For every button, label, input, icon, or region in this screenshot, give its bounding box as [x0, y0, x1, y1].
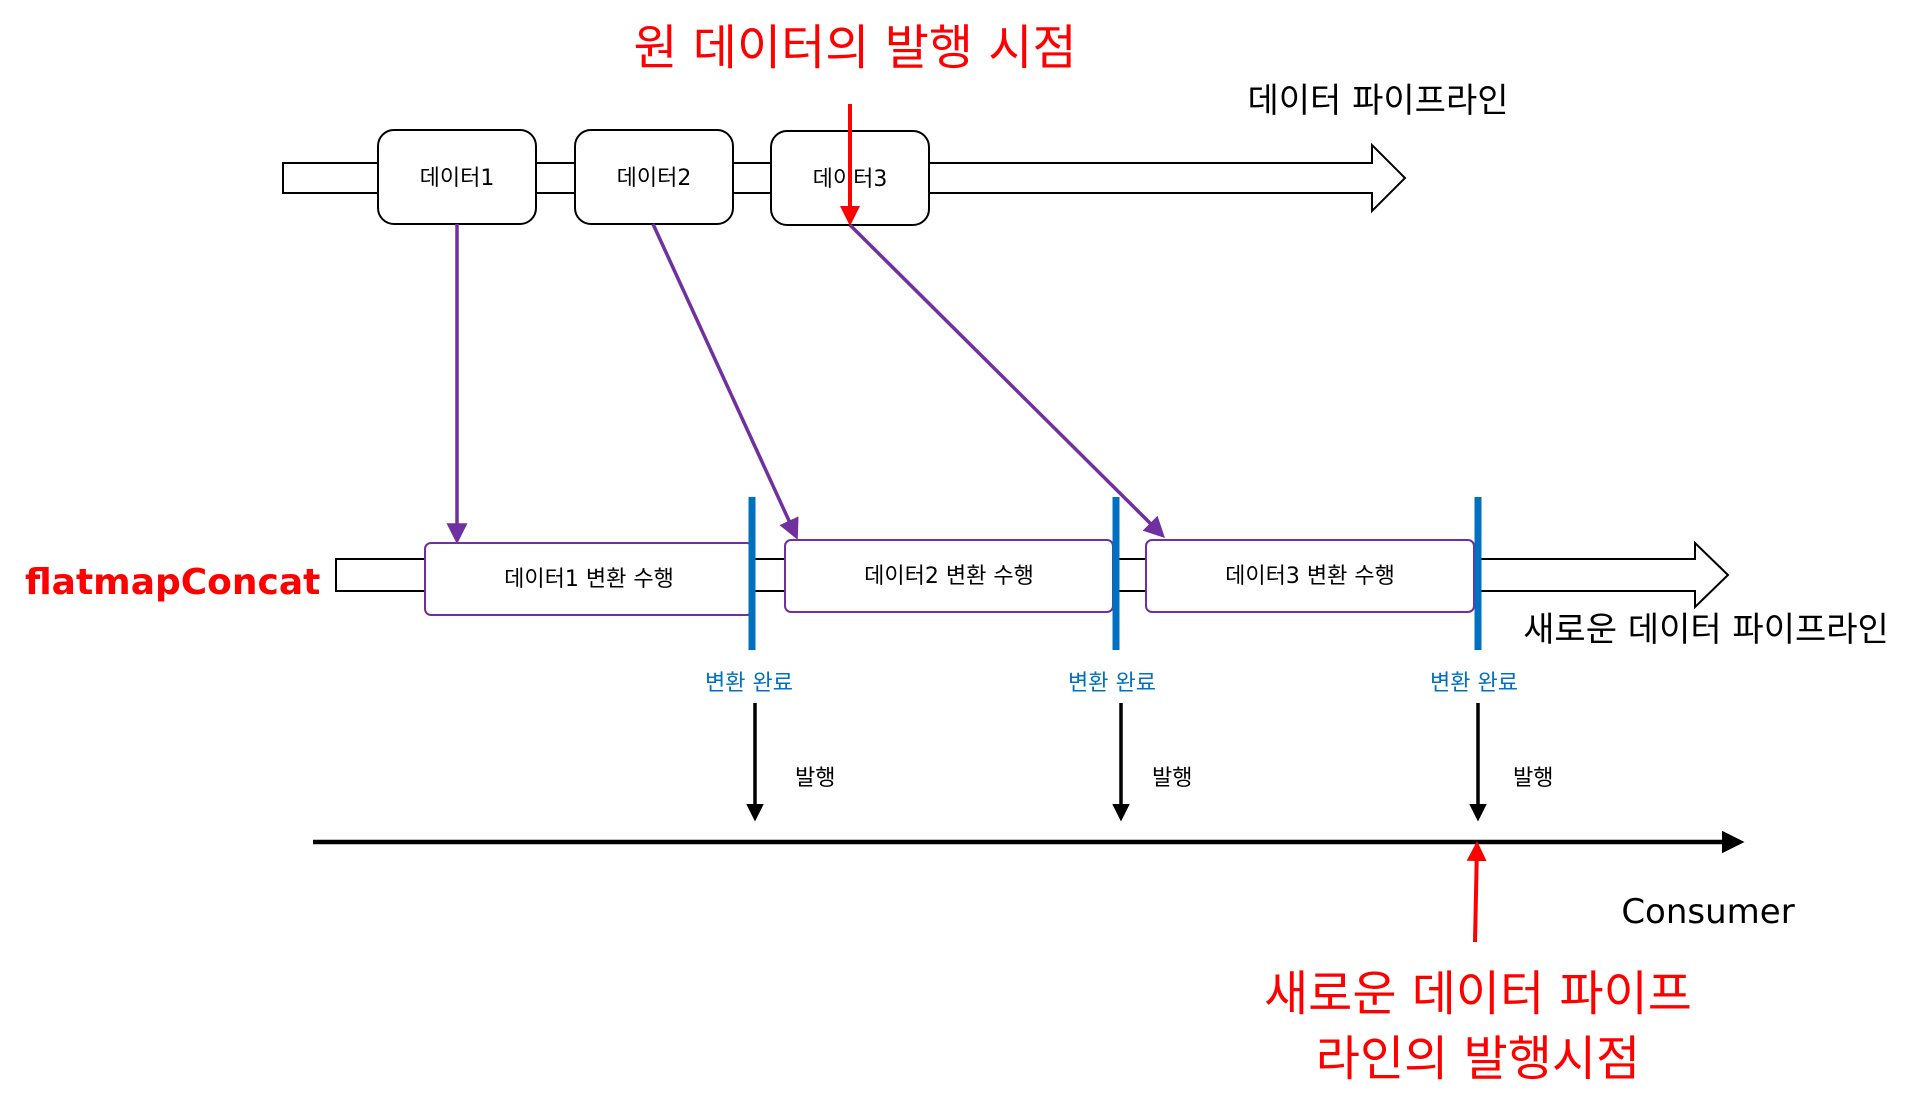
transform-1: 데이터1 변환 수행: [424, 542, 754, 616]
bottom-note-line1: 새로운 데이터 파이프: [1264, 966, 1692, 1022]
new-emission-arrow: [1466, 841, 1487, 943]
flow-arrow-3: [848, 223, 1165, 538]
bottom-note-line2: 라인의 발행시점: [1316, 1031, 1640, 1087]
source-item-label: 데이터1: [420, 166, 495, 191]
transform-2: 데이터2 변환 수행: [784, 539, 1114, 613]
consumer-label: Consumer: [1621, 892, 1794, 932]
transform-label: 데이터3 변환 수행: [1225, 564, 1395, 589]
completion-label-1: 변환 완료: [705, 671, 793, 696]
emit-label-2: 발행: [1152, 766, 1192, 791]
flow-arrow-2: [651, 223, 799, 540]
transform-label: 데이터2 변환 수행: [864, 564, 1034, 589]
source-pipeline-label: 데이터 파이프라인: [1247, 81, 1508, 121]
emit-label-1: 발행: [795, 766, 835, 791]
source-item-label: 데이터2: [617, 166, 692, 191]
source-item-2: 데이터2: [574, 129, 734, 225]
completion-label-3: 변환 완료: [1430, 671, 1518, 696]
completion-label-2: 변환 완료: [1068, 671, 1156, 696]
source-item-1: 데이터1: [377, 129, 537, 225]
transform-3: 데이터3 변환 수행: [1145, 539, 1475, 613]
title-top: 원 데이터의 발행 시점: [633, 20, 1076, 76]
new-pipeline-label: 새로운 데이터 파이프라인: [1523, 610, 1889, 650]
operator-label: flatmapConcat: [25, 562, 320, 603]
emit-label-3: 발행: [1513, 766, 1553, 791]
transform-label: 데이터1 변환 수행: [504, 567, 674, 592]
